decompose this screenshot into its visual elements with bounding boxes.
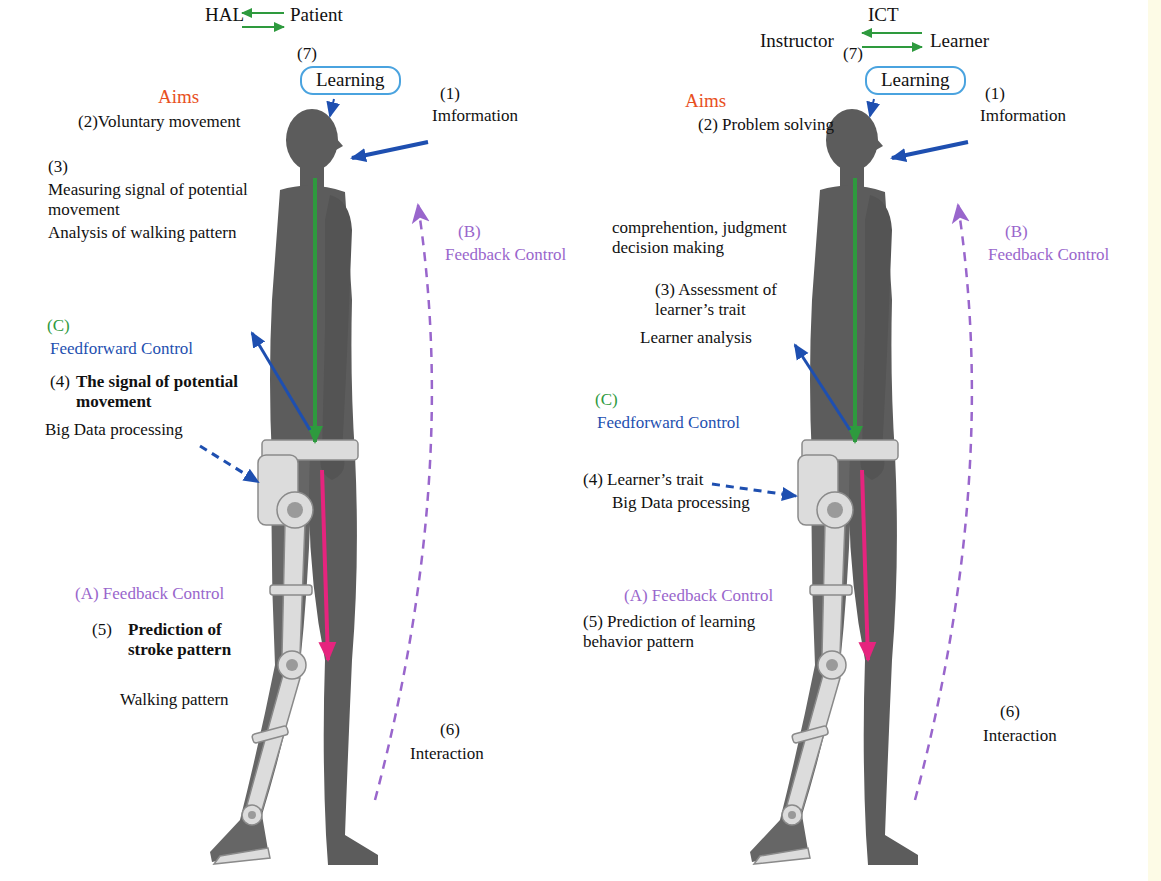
step-label: Interaction — [410, 744, 484, 764]
step-label: Learner analysis — [640, 328, 752, 348]
step-label: The signal of potential movement — [76, 372, 251, 411]
callout-number: (7) — [843, 44, 863, 64]
actor-name: ICT — [868, 4, 899, 26]
step-label: comprehention, judgment decision making — [612, 218, 802, 257]
step-label: (3) Assessment of learner’s trait — [655, 280, 805, 319]
callout-number: (4) — [50, 372, 70, 392]
callout-number: (3) — [48, 157, 68, 177]
callout-number: (6) — [440, 720, 460, 740]
step-label: Imformation — [980, 106, 1066, 126]
step-label: Big Data processing — [45, 420, 183, 440]
section-heading: Aims — [158, 86, 199, 108]
step-label: (5) Prediction of learning behavior patt… — [583, 612, 793, 651]
control-label: (A) Feedback Control — [75, 584, 224, 604]
control-tag: (B) — [1005, 222, 1028, 242]
control-label: Feedforward Control — [50, 339, 193, 359]
node-text: Learning — [316, 69, 385, 90]
control-tag: (C) — [47, 316, 70, 336]
step-label: Prediction of stroke pattern — [128, 620, 253, 659]
actor-name: HAL — [205, 4, 244, 26]
callout-number: (6) — [1000, 702, 1020, 722]
step-label: Interaction — [983, 726, 1057, 746]
section-heading: Aims — [685, 90, 726, 112]
callout-number: (1) — [985, 84, 1005, 104]
learning-box: Learning — [865, 66, 966, 95]
control-label: Feedback Control — [445, 245, 566, 265]
step-label: Measuring signal of potential movement — [48, 180, 263, 219]
step-label: Analysis of walking pattern — [48, 223, 236, 243]
callout-number: (7) — [297, 44, 317, 64]
learning-box: Learning — [300, 66, 401, 95]
node-text: Learning — [881, 69, 950, 90]
step-label: Big Data processing — [612, 493, 750, 513]
control-tag: (B) — [458, 222, 481, 242]
callout-number: (5) — [92, 620, 112, 640]
control-label: Feedback Control — [988, 245, 1109, 265]
actor-name: Learner — [930, 30, 989, 52]
step-label: Imformation — [432, 106, 518, 126]
actor-name: Patient — [290, 4, 343, 26]
control-label: (A) Feedback Control — [624, 586, 773, 606]
control-label: Feedforward Control — [597, 413, 740, 433]
aim-text: (2)Voluntary movement — [78, 112, 241, 132]
callout-number: (1) — [440, 84, 460, 104]
actor-name: Instructor — [760, 30, 834, 52]
step-label: Walking pattern — [120, 690, 229, 710]
step-label: (4) Learner’s trait — [583, 470, 704, 490]
aim-text: (2) Problem solving — [698, 115, 834, 135]
control-tag: (C) — [595, 390, 618, 410]
